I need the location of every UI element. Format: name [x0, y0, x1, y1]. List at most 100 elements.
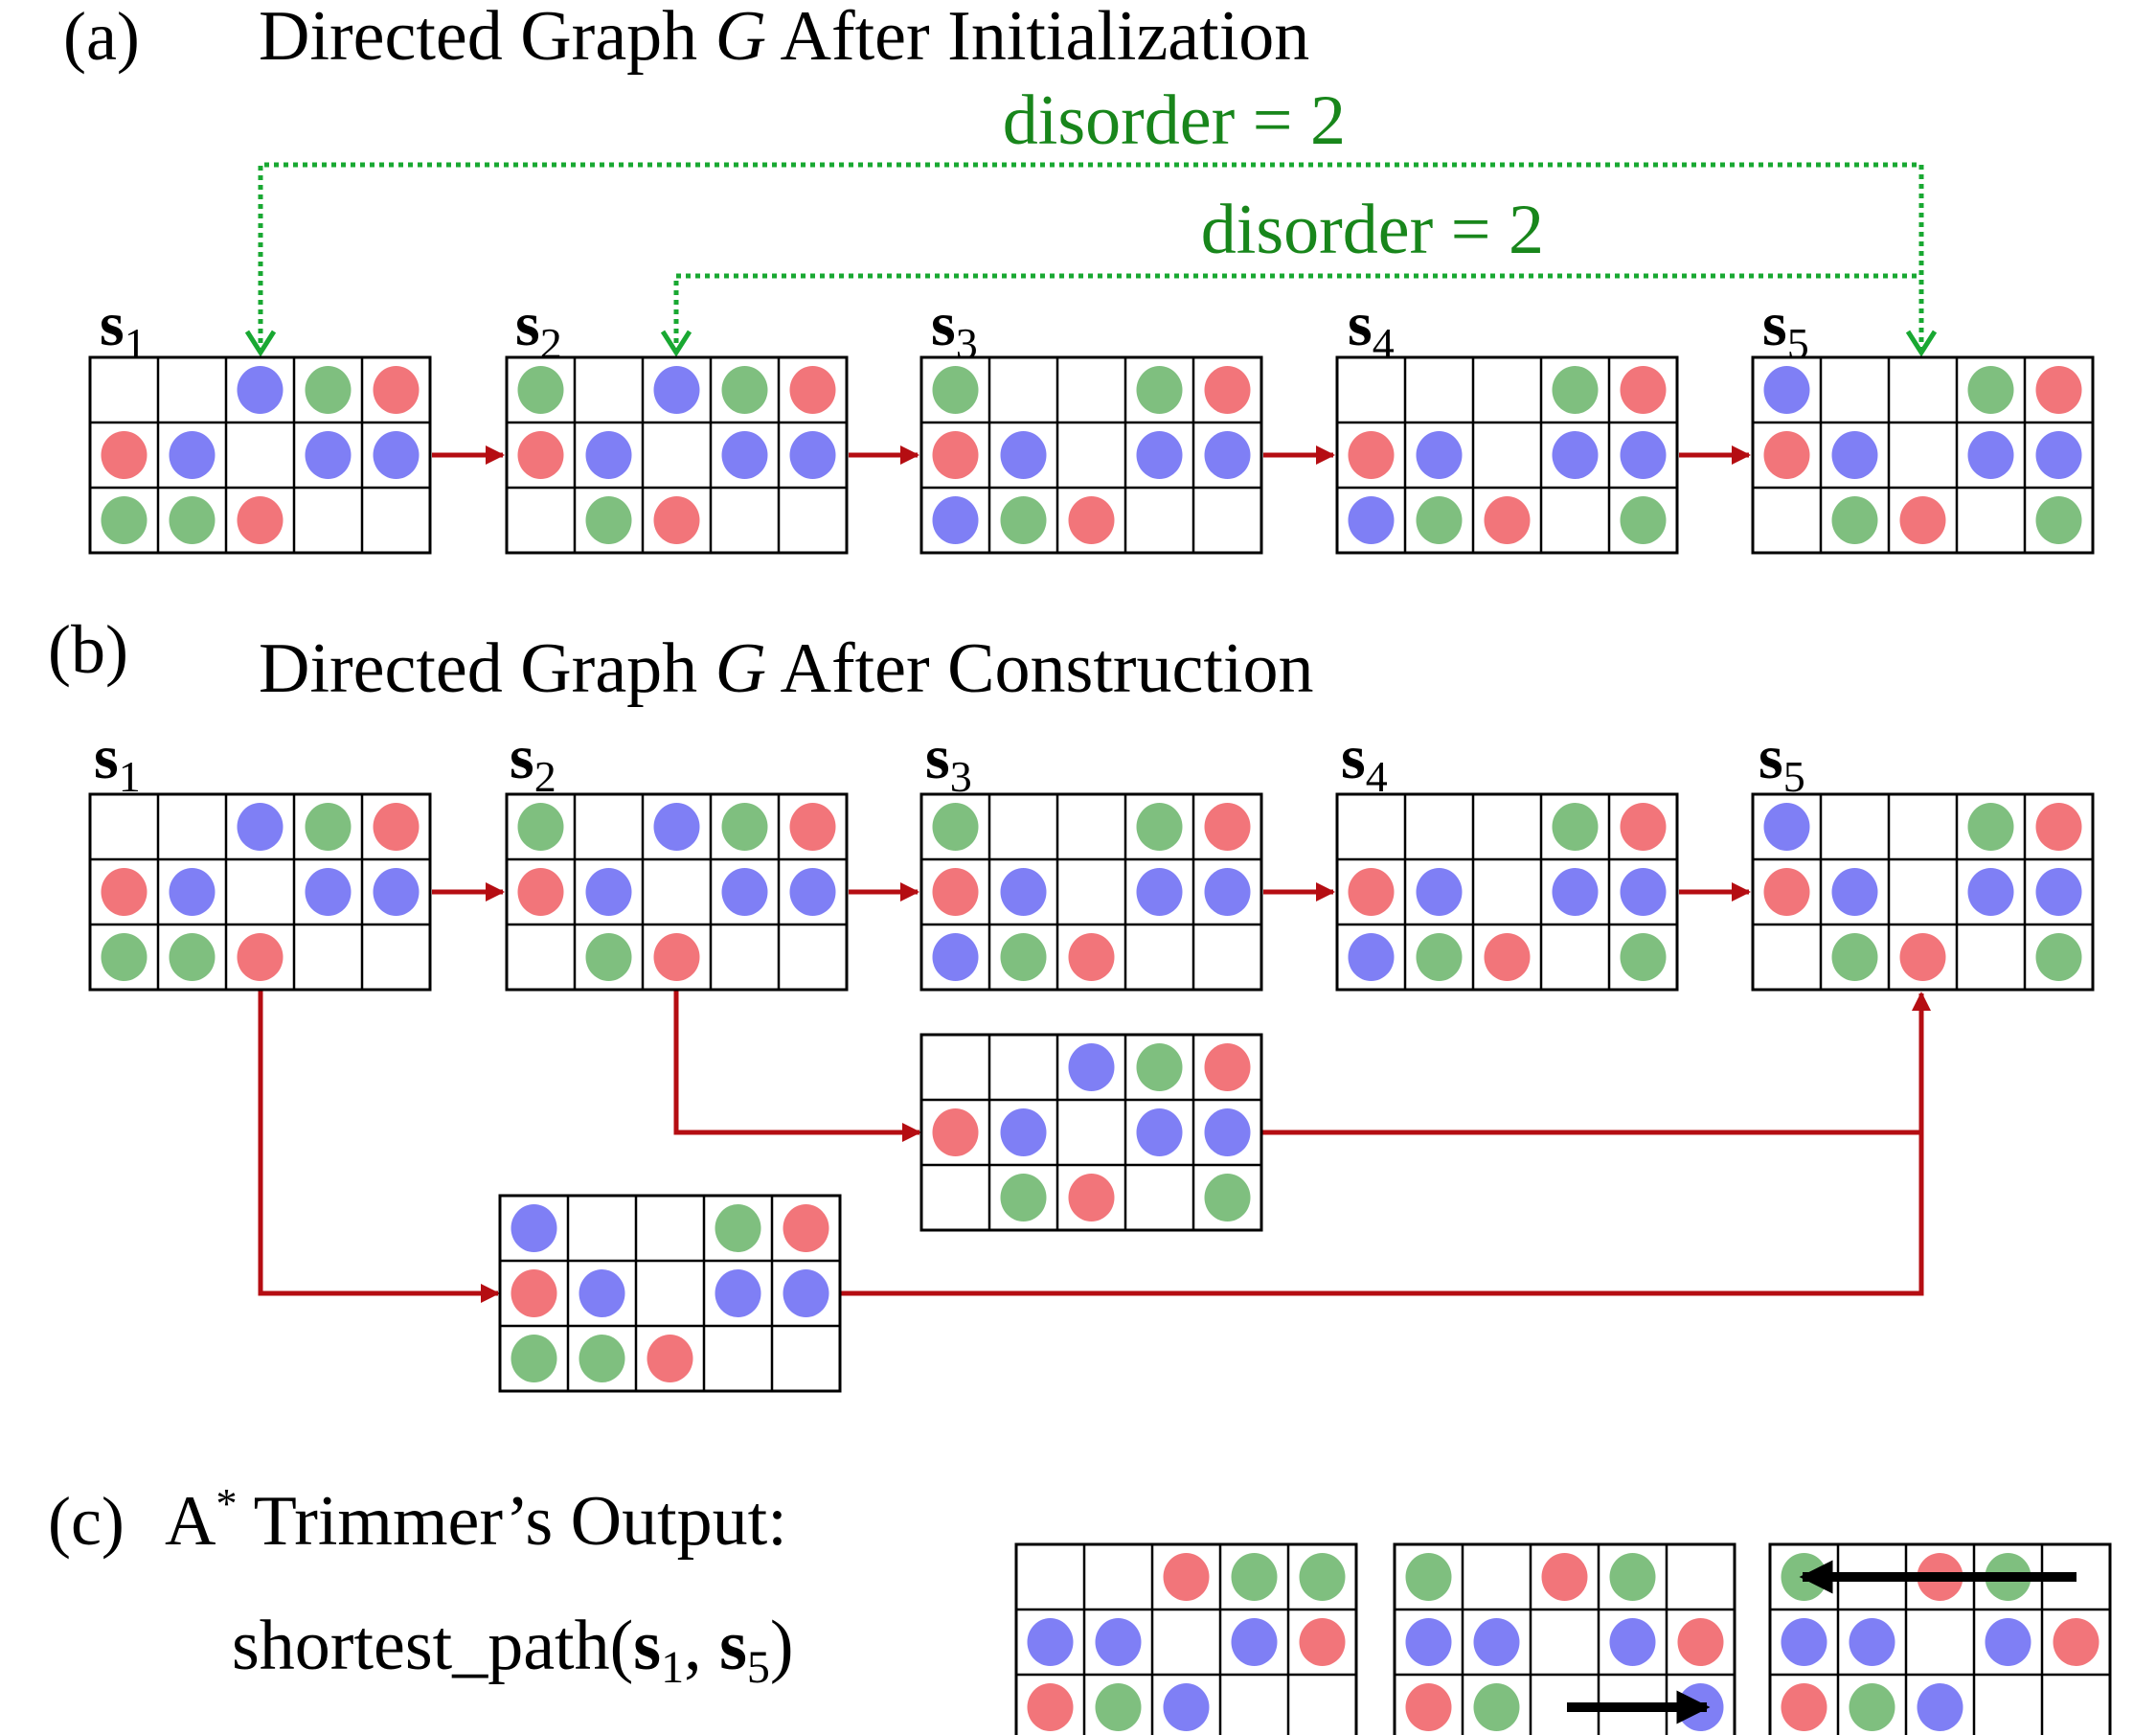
blue-ball	[1000, 431, 1047, 479]
state-label-sub: 2	[540, 319, 562, 368]
green-ball	[1967, 803, 2014, 851]
red-ball	[1763, 431, 1810, 479]
green-ball	[1416, 496, 1463, 544]
red-ball	[1484, 496, 1531, 544]
disorder-link	[673, 273, 1921, 353]
green-ball	[1967, 366, 2014, 414]
red-ball	[1677, 1618, 1724, 1666]
state-label-s1: s1	[94, 722, 141, 801]
blue-ball	[1095, 1618, 1142, 1666]
grid-s3	[919, 792, 1263, 992]
state-label-sub: 5	[1787, 319, 1809, 368]
blue-ball	[932, 496, 979, 544]
red-ball	[789, 803, 836, 851]
green-ball	[169, 933, 216, 981]
blue-ball	[169, 868, 216, 916]
green-ball	[1849, 1683, 1895, 1731]
red-ball	[237, 496, 284, 544]
red-ball	[1405, 1683, 1452, 1731]
blue-ball	[1204, 1108, 1251, 1156]
panel-b-letter: (b)	[48, 611, 128, 688]
green-ball	[1552, 366, 1599, 414]
red-ball	[1068, 1174, 1115, 1221]
red-ball	[1348, 868, 1395, 916]
blue-ball	[1967, 431, 2014, 479]
arg-close: )	[770, 1607, 794, 1685]
graph-edge	[840, 992, 1931, 1296]
blue-ball	[1027, 1618, 1074, 1666]
graph-edge	[258, 990, 500, 1303]
state-label-sub: 1	[119, 752, 141, 801]
red-ball	[1068, 496, 1115, 544]
red-ball	[373, 366, 420, 414]
green-ball	[585, 933, 632, 981]
blue-ball	[783, 1269, 829, 1317]
red-ball	[1204, 366, 1251, 414]
blue-ball	[1136, 868, 1183, 916]
state-label-s1: s1	[100, 289, 147, 368]
red-ball	[511, 1269, 557, 1317]
green-ball	[1620, 933, 1667, 981]
disorder-arrowhead	[660, 330, 692, 357]
green-ball	[721, 366, 768, 414]
green-ball	[305, 803, 352, 851]
disorder-arrowhead	[244, 330, 277, 357]
panel-a-letter: (a)	[63, 0, 140, 75]
blue-ball	[1917, 1683, 1963, 1731]
red-ball	[2035, 366, 2082, 414]
state-label-s4: s4	[1348, 289, 1395, 368]
green-ball	[1473, 1683, 1520, 1731]
blue-ball	[721, 431, 768, 479]
blue-ball	[721, 868, 768, 916]
blue-ball	[653, 803, 700, 851]
green-ball	[1136, 1043, 1183, 1091]
red-ball	[653, 933, 700, 981]
blue-ball	[579, 1269, 625, 1317]
blue-ball	[1831, 431, 1878, 479]
blue-ball	[1000, 1108, 1047, 1156]
green-ball	[721, 803, 768, 851]
state-label-base: s	[1348, 289, 1373, 359]
state-label-s4: s4	[1341, 722, 1388, 801]
state-label-base: s	[925, 722, 950, 792]
red-ball	[517, 431, 564, 479]
green-ball	[2035, 496, 2082, 544]
state-label-s3: s3	[925, 722, 972, 801]
green-ball	[1299, 1553, 1346, 1601]
red-ball	[1204, 1043, 1251, 1091]
red-ball	[1620, 366, 1667, 414]
blue-ball	[1136, 1108, 1183, 1156]
red-ball	[1541, 1553, 1588, 1601]
arg1-sub: 1	[661, 1642, 684, 1693]
panel-c-title-a: A	[165, 1482, 216, 1561]
blue-ball	[1831, 868, 1878, 916]
grid-s4	[1335, 792, 1679, 992]
green-ball	[932, 803, 979, 851]
red-ball	[783, 1204, 829, 1252]
red-ball	[101, 431, 148, 479]
grid-low	[498, 1194, 842, 1393]
blue-ball	[1348, 496, 1395, 544]
red-ball	[647, 1335, 693, 1382]
panel-c-title-star: *	[216, 1480, 237, 1527]
blue-ball	[932, 933, 979, 981]
blue-ball	[1620, 868, 1667, 916]
green-ball	[932, 366, 979, 414]
blue-ball	[1204, 868, 1251, 916]
green-ball	[1416, 933, 1463, 981]
red-ball	[2053, 1618, 2099, 1666]
state-label-sub: 4	[1366, 752, 1388, 801]
green-ball	[511, 1335, 557, 1382]
state-label-base: s	[515, 289, 540, 359]
state-label-s2: s2	[510, 722, 556, 801]
red-ball	[2035, 803, 2082, 851]
red-ball	[789, 366, 836, 414]
move-arrows-layer	[1567, 1560, 2077, 1724]
blue-ball	[1552, 868, 1599, 916]
state-label-s3: s3	[931, 289, 978, 368]
green-ball	[305, 366, 352, 414]
arg-comma: ,	[684, 1607, 719, 1685]
red-ball	[1620, 803, 1667, 851]
